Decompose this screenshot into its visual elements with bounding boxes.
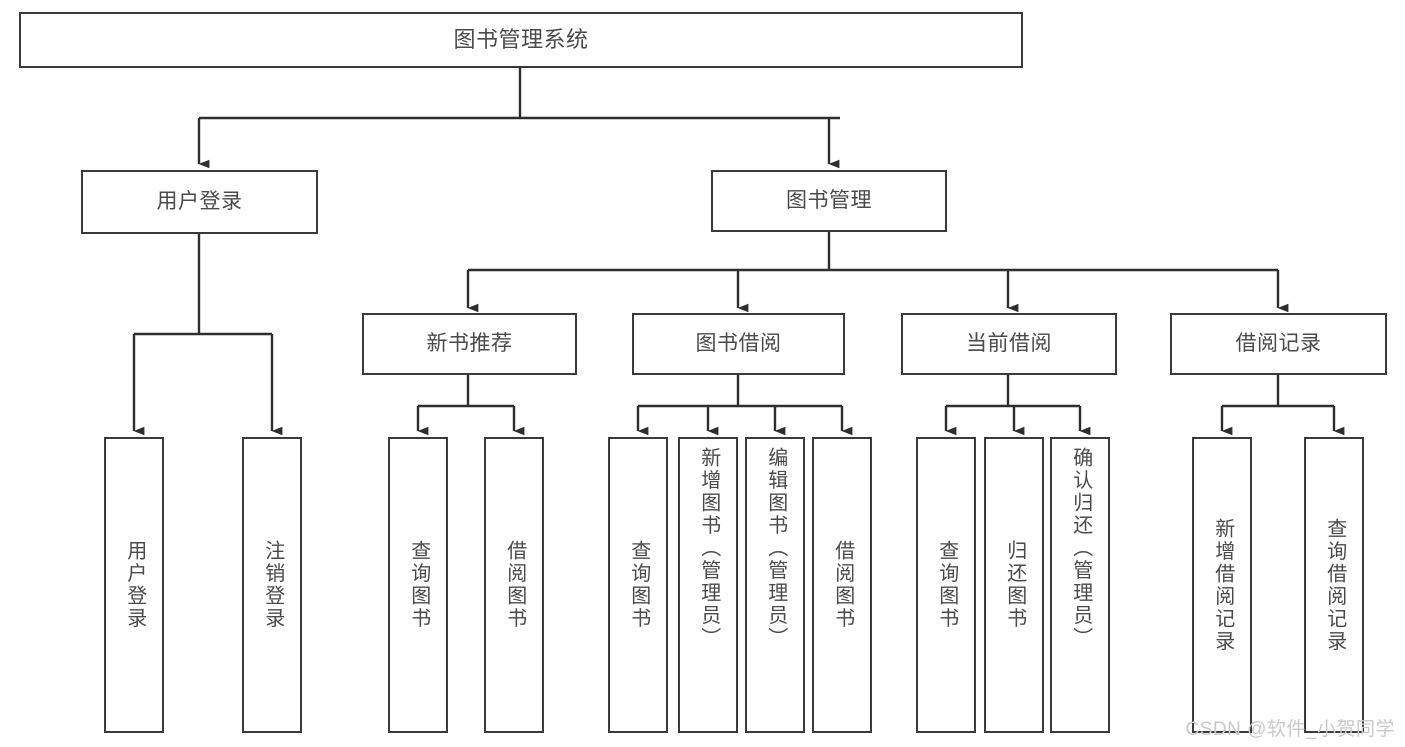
node-leaf-query-book-3[interactable]: 查询图书 xyxy=(916,437,976,733)
node-leaf-logout-label: 注销登录 xyxy=(261,540,284,630)
node-leaf-query-record-label: 查询借阅记录 xyxy=(1323,517,1346,653)
node-leaf-query-book-1[interactable]: 查询图书 xyxy=(388,437,448,733)
node-root[interactable]: 图书管理系统 xyxy=(19,12,1023,68)
node-current-borrow[interactable]: 当前借阅 xyxy=(901,313,1117,375)
node-leaf-confirm-return[interactable]: 确认归还（管理员） xyxy=(1050,437,1110,733)
node-user-login[interactable]: 用户登录 xyxy=(81,170,318,234)
node-leaf-return-book-label: 归还图书 xyxy=(1003,540,1026,630)
node-book-borrow[interactable]: 图书借阅 xyxy=(632,313,845,375)
node-leaf-add-record[interactable]: 新增借阅记录 xyxy=(1192,437,1252,733)
node-leaf-user-login[interactable]: 用户登录 xyxy=(104,437,164,733)
node-book-manage-label: 图书管理 xyxy=(786,188,872,212)
node-leaf-edit-book[interactable]: 编辑图书（管理员） xyxy=(745,437,805,733)
node-leaf-return-book[interactable]: 归还图书 xyxy=(984,437,1044,733)
node-leaf-query-book-2[interactable]: 查询图书 xyxy=(608,437,668,733)
node-root-label: 图书管理系统 xyxy=(453,27,589,53)
node-leaf-confirm-return-label: 确认归还（管理员） xyxy=(1069,447,1092,650)
watermark: CSDN @软件_小贺同学 xyxy=(1185,719,1395,740)
node-leaf-query-book-3-label: 查询图书 xyxy=(935,540,958,630)
node-leaf-add-book-label: 新增图书（管理员） xyxy=(697,447,720,650)
node-book-borrow-label: 图书借阅 xyxy=(695,331,782,355)
node-leaf-borrow-book-1-label: 借阅图书 xyxy=(503,540,526,630)
node-leaf-add-book[interactable]: 新增图书（管理员） xyxy=(678,437,738,733)
node-leaf-user-login-label: 用户登录 xyxy=(123,540,146,630)
node-leaf-borrow-book-2-label: 借阅图书 xyxy=(831,540,854,630)
node-leaf-add-record-label: 新增借阅记录 xyxy=(1211,517,1234,653)
node-book-manage[interactable]: 图书管理 xyxy=(711,170,947,232)
node-new-book-rec[interactable]: 新书推荐 xyxy=(362,313,577,375)
node-leaf-edit-book-label: 编辑图书（管理员） xyxy=(764,447,787,650)
node-borrow-record-label: 借阅记录 xyxy=(1235,331,1322,355)
node-borrow-record[interactable]: 借阅记录 xyxy=(1170,313,1387,375)
node-leaf-borrow-book-2[interactable]: 借阅图书 xyxy=(812,437,872,733)
node-leaf-query-record[interactable]: 查询借阅记录 xyxy=(1304,437,1364,733)
node-leaf-query-book-2-label: 查询图书 xyxy=(627,540,650,630)
node-leaf-query-book-1-label: 查询图书 xyxy=(407,540,430,630)
node-leaf-logout[interactable]: 注销登录 xyxy=(242,437,302,733)
node-new-book-rec-label: 新书推荐 xyxy=(426,331,513,355)
node-leaf-borrow-book-1[interactable]: 借阅图书 xyxy=(484,437,544,733)
node-current-borrow-label: 当前借阅 xyxy=(966,331,1052,355)
node-user-login-label: 用户登录 xyxy=(156,189,243,213)
